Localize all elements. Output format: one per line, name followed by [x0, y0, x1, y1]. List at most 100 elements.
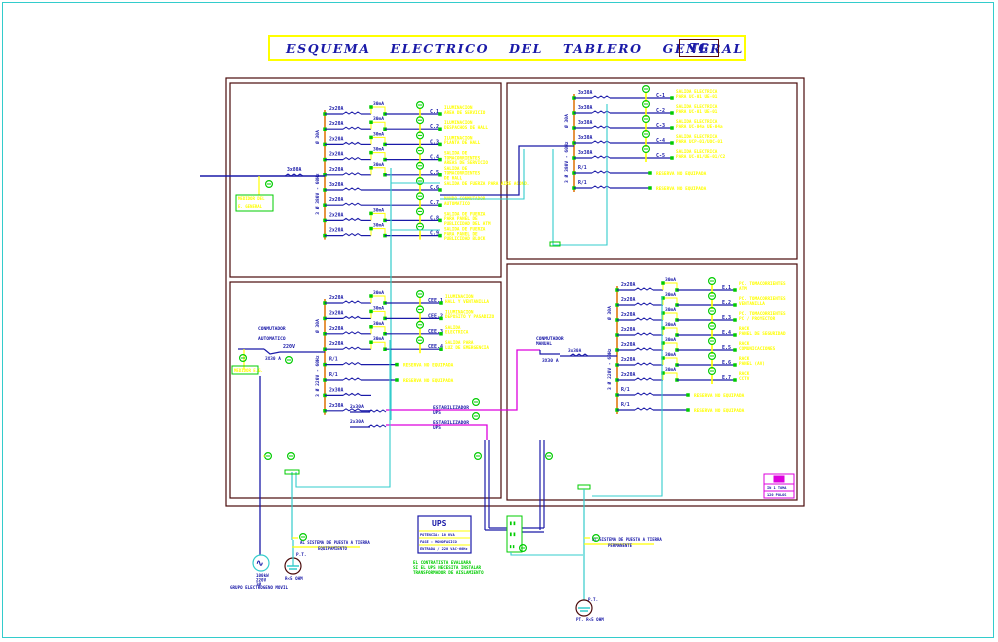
terminal: [733, 288, 737, 292]
circuit-description: RESERVA NO EQUIPADA: [403, 378, 454, 384]
panel-legend: IN 1 TOMA 120 POLOS: [763, 473, 795, 499]
circuit-description: ELECTRICA: [445, 330, 469, 336]
breaker-rating: 2x20A: [329, 106, 344, 112]
rcd-symbol: [662, 282, 678, 290]
rcd-symbol: [370, 341, 386, 350]
circuit-id: C-4: [656, 138, 665, 144]
circuit-description: SALIDA ELECTRICA: [676, 89, 718, 95]
circuit-id: C.1: [430, 109, 439, 115]
circuit-description: ILUMINACION: [445, 309, 474, 315]
feed-to-panel-tr: [440, 145, 574, 196]
breaker-symbol: [342, 408, 362, 412]
breaker-rating: 2x30A: [329, 387, 344, 393]
rcd-rating: 30mA: [373, 305, 384, 311]
ground-bar: [577, 484, 591, 490]
bus-rating-label: Ø 30A: [606, 306, 613, 321]
switch-label: CONMUTADOR: [258, 326, 286, 332]
breaker-symbol: [634, 347, 654, 351]
rcd-symbol: [370, 152, 386, 160]
breaker-rating: R/1: [329, 372, 338, 378]
voltage-label: 220V: [283, 344, 295, 350]
breaker-symbol: [591, 95, 611, 99]
circuit-description: PANEL (AV): [739, 361, 765, 367]
circuit-id: C.7: [430, 200, 439, 206]
indicator-icon: [285, 356, 294, 365]
rcd-rating: 30mA: [373, 101, 384, 107]
rcd-rating: 30mA: [665, 337, 676, 343]
circuit-description: DESPACHOS DE HALL: [444, 125, 488, 131]
indicator-icon: [416, 177, 425, 186]
indicator-icon: [641, 145, 650, 154]
indicator-icon: [416, 131, 425, 140]
generator-icon: [252, 554, 270, 572]
breaker-symbol: [342, 361, 362, 366]
legend-text: IN 1 TOMA: [767, 486, 787, 490]
breaker-symbol: [634, 392, 654, 396]
rcd-rating: 30mA: [373, 147, 384, 153]
circuit-description: AUTOMATICO: [444, 201, 470, 207]
breaker-rating: 2x20A: [621, 327, 636, 333]
breaker-symbol: [342, 346, 362, 350]
circuit-id: C-5: [656, 153, 665, 159]
breaker-symbol: [284, 173, 304, 177]
breaker-rating: 3x20A: [329, 182, 344, 188]
ground-caption: PT. R<5 OHM: [576, 617, 604, 622]
breaker-rating: 2x20A: [329, 121, 344, 127]
ups-terminal-block: [506, 515, 523, 553]
bus-rating-label: Ø 30A: [314, 130, 321, 145]
terminal: [438, 203, 442, 207]
meter-box: [235, 194, 274, 212]
meter-label: MEDIDOR E.G.: [234, 368, 263, 373]
breaker-symbol: [634, 317, 654, 321]
generator-rating: 220V: [256, 578, 267, 583]
terminal: [438, 188, 442, 192]
legend-swatch: [773, 475, 785, 483]
ups-box-frame: [417, 515, 472, 554]
circuit-description: SALIDA ELECTRICA: [676, 119, 718, 125]
panel-frame-tr: [506, 82, 798, 260]
indicator-icon: [707, 322, 716, 331]
rcd-symbol: [662, 357, 678, 365]
circuit-description: SALIDA DE FUERZA PARA AIRE ACOND.: [444, 181, 529, 187]
rcd-symbol: [370, 228, 386, 236]
rcd-rating: 30mA: [665, 292, 676, 298]
breaker-rating: 2x20A: [621, 342, 636, 348]
sine-glyph: ∿: [256, 559, 264, 569]
indicator-icon: [474, 452, 483, 461]
ups-label: UPS: [433, 425, 441, 431]
circuit-description: PARA UC-01/UE-01/C2: [676, 154, 726, 160]
legend-text: 120 POLOS: [767, 493, 786, 497]
terminal: [733, 303, 737, 307]
terminal: [438, 173, 442, 177]
breaker-rating: R/1: [621, 387, 630, 393]
rcd-symbol: [370, 167, 386, 175]
breaker-rating: 3x30A: [578, 135, 593, 141]
circuit-description: ILUMINACION: [445, 294, 474, 300]
ground-loop-tr: [552, 104, 608, 246]
rcd-node: [661, 281, 665, 285]
terminal: [439, 316, 443, 321]
terminal: [670, 96, 674, 100]
rcd-node: [369, 135, 373, 140]
breaker-rating: R/1: [329, 357, 338, 363]
rcd-symbol: [370, 212, 386, 221]
ground-caption: R<5 OHM: [285, 576, 303, 581]
breaker-rating: R/1: [578, 180, 587, 186]
rcd-node: [369, 105, 373, 109]
indicator-icon: [416, 116, 425, 125]
ups-breaker-rating: 2x30A: [350, 419, 364, 425]
circuit-id: C.8: [430, 215, 439, 221]
rcd-symbol: [370, 106, 386, 114]
